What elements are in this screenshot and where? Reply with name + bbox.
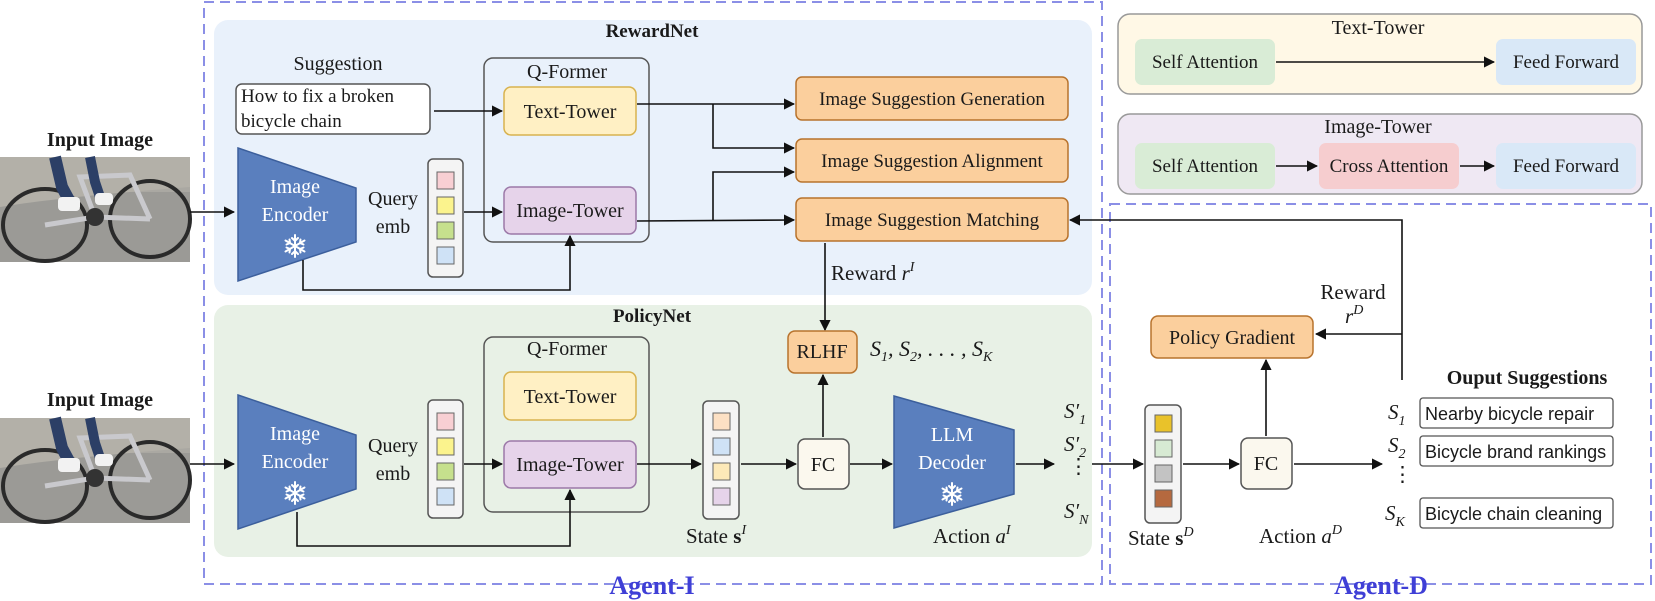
svg-text:Self Attention: Self Attention: [1152, 52, 1259, 73]
suggestion-label: Suggestion: [294, 53, 383, 75]
agent-i-label: Agent-I: [609, 571, 694, 600]
image-encoder-top-line2: Encoder: [262, 204, 329, 226]
svg-text:Query: Query: [368, 435, 418, 457]
svg-text:Feed Forward: Feed Forward: [1513, 52, 1620, 73]
svg-text:Image Suggestion Generation: Image Suggestion Generation: [819, 89, 1045, 110]
task-matching-box: [795, 197, 1069, 242]
legend-self-attention-1: [1135, 39, 1275, 85]
svg-text:Image-Tower: Image-Tower: [516, 200, 624, 222]
svg-text:emb: emb: [376, 463, 410, 485]
svg-text:Q-Former: Q-Former: [527, 338, 607, 360]
svg-text:Encoder: Encoder: [262, 451, 329, 473]
fc-box-i: [797, 438, 850, 490]
output-suggestions-title: Ouput Suggestions: [1447, 367, 1608, 389]
image-tower-bottom: [503, 440, 637, 489]
svg-text:Policy Gradient: Policy Gradient: [1169, 327, 1296, 349]
svg-text:Cross Attention: Cross Attention: [1330, 156, 1449, 177]
svg-text:⋮: ⋮: [1068, 454, 1089, 478]
image-encoder-bottom: [237, 393, 357, 531]
svg-text:S2: S2: [1388, 433, 1406, 462]
agent-d-label: Agent-D: [1334, 571, 1428, 600]
svg-text:LLM: LLM: [931, 424, 973, 446]
input-image-bottom: [0, 418, 190, 523]
legend-cross-attention: [1319, 143, 1459, 189]
reward-d-label: Reward: [1320, 280, 1386, 304]
output-suggestion-2: [1419, 435, 1614, 467]
svg-text:Text-Tower: Text-Tower: [524, 386, 617, 408]
action-i-label: Action aI: [933, 523, 1012, 548]
svg-text:Text-Tower: Text-Tower: [524, 101, 617, 123]
state-i-label: State sI: [686, 523, 747, 548]
image-encoder-top-line1: Image: [270, 176, 320, 198]
svg-text:FC: FC: [1254, 453, 1278, 475]
task-generation-box: [795, 76, 1069, 121]
suggestion-text-line1: How to fix a broken: [241, 86, 395, 107]
svg-text:Bicycle brand rankings: Bicycle brand rankings: [1425, 442, 1606, 462]
rlhf-box: [787, 330, 858, 374]
image-encoder-top: [237, 146, 357, 283]
svg-text:Image-Tower: Image-Tower: [1324, 116, 1432, 138]
legend-feed-forward-2: [1496, 143, 1636, 189]
output-suggestion-1: [1419, 397, 1614, 429]
state-d-label: State sD: [1128, 525, 1194, 550]
output-labels: S1 S2 ⋮ SK: [1385, 400, 1413, 530]
svg-text:Nearby bicycle repair: Nearby bicycle repair: [1425, 404, 1594, 424]
svg-text:SK: SK: [1385, 501, 1406, 530]
query-emb-top-line2: emb: [376, 216, 410, 238]
policy-gradient-box: [1150, 315, 1314, 359]
s-sequence-label: S1, S2, . . . , SK: [870, 336, 993, 365]
output-suggestion-k: [1419, 497, 1614, 529]
legend-self-attention-2: [1135, 143, 1275, 189]
suggestion-textbox: [235, 83, 431, 135]
svg-text:Decoder: Decoder: [918, 452, 986, 474]
svg-text:Text-Tower: Text-Tower: [1332, 17, 1425, 39]
svg-text:Image Suggestion Matching: Image Suggestion Matching: [825, 210, 1040, 231]
task-alignment-box: [795, 138, 1069, 183]
svg-text:Feed Forward: Feed Forward: [1513, 156, 1620, 177]
svg-text:Bicycle chain cleaning: Bicycle chain cleaning: [1425, 504, 1602, 524]
svg-text:Image-Tower: Image-Tower: [516, 454, 624, 476]
svg-text:Image Suggestion Alignment: Image Suggestion Alignment: [821, 151, 1043, 172]
input-image-label-bottom: Input Image: [47, 389, 153, 411]
svg-text:Image: Image: [270, 423, 320, 445]
qformer-bottom: [483, 336, 650, 513]
agent-d-boundary: [1109, 203, 1652, 585]
reward-i-label: Reward rI: [831, 260, 916, 285]
text-tower-top: [503, 86, 637, 136]
fc-box-d: [1240, 437, 1293, 490]
rewardnet-title: RewardNet: [606, 21, 700, 42]
svg-text:⋮: ⋮: [1392, 462, 1413, 486]
llm-decoder: [893, 395, 1015, 529]
qformer-top-title: Q-Former: [527, 61, 607, 83]
policynet-title: PolicyNet: [613, 306, 692, 327]
reward-d-symbol: rD: [1345, 303, 1363, 328]
svg-text:Self Attention: Self Attention: [1152, 156, 1259, 177]
legend-feed-forward-1: [1496, 39, 1636, 85]
input-image-label-top: Input Image: [47, 129, 153, 151]
svg-text:RLHF: RLHF: [796, 341, 847, 363]
input-image-top: [0, 157, 190, 262]
image-tower-top: [503, 186, 637, 235]
action-d-label: Action aD: [1259, 523, 1342, 548]
suggestion-text-line2: bicycle chain: [241, 111, 342, 132]
query-emb-top-line1: Query: [368, 188, 418, 210]
agent-i-boundary: [203, 1, 1103, 585]
text-tower-bottom: [503, 371, 637, 421]
svg-text:FC: FC: [811, 454, 835, 476]
svg-text:S1: S1: [1388, 400, 1406, 429]
